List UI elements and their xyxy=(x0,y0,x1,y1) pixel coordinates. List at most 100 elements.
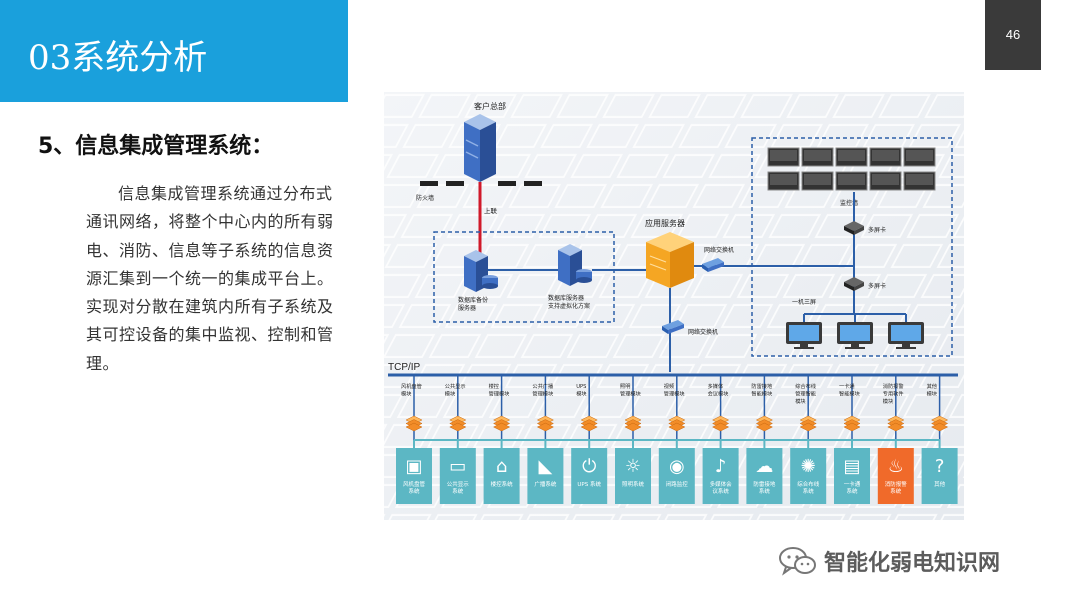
system-box xyxy=(921,448,958,504)
system-label: 议系统 xyxy=(712,487,729,495)
system-label: 系统 xyxy=(890,487,902,495)
system-label: 楼控系统 xyxy=(491,480,514,488)
module-stack-icon xyxy=(843,415,861,432)
app-server xyxy=(646,232,694,288)
module-label: 会议模块 xyxy=(708,390,730,398)
wechat-watermark: 智能化弱电知识网 xyxy=(778,540,1000,582)
multi-screen-label-2: 多屏卡 xyxy=(868,282,886,290)
system-label: 系统 xyxy=(452,487,464,495)
module-stack-icon xyxy=(580,415,598,432)
db-server-label-1: 数据库服务器 xyxy=(548,294,584,302)
module-label: 照明 xyxy=(620,383,630,390)
switch-label: 网络交换机 xyxy=(704,246,734,254)
module-row: 风机盘管模块公共显示模块楼控管理模块公共广播管理模块UPS模块照明管理模块视频管… xyxy=(401,375,949,440)
multi-screen-card-2-icon xyxy=(844,277,864,291)
system-box xyxy=(746,448,783,504)
module-label: 一卡通 xyxy=(839,382,855,390)
system-label: 防雷接地 xyxy=(753,480,776,488)
workstation-screen-icon xyxy=(786,314,822,349)
firewall-label: 防火墙 xyxy=(416,194,434,202)
system-box xyxy=(483,448,520,504)
system-label: UPS 系统 xyxy=(577,480,601,488)
system-box xyxy=(658,448,695,504)
module-label: 公共广播 xyxy=(532,382,554,390)
system-box xyxy=(615,448,651,504)
watermark-text: 智能化弱电知识网 xyxy=(824,551,1001,576)
system-label: 风机盘管 xyxy=(403,480,426,488)
system-box xyxy=(790,448,827,504)
system-label: 系统 xyxy=(759,487,771,495)
system-label: 多媒体会 xyxy=(710,480,733,488)
module-stack-icon xyxy=(887,415,905,432)
module-stack-icon xyxy=(931,415,949,432)
megaphone-icon: ◣ xyxy=(538,456,552,477)
app-server-label: 应用服务器 xyxy=(645,218,685,228)
system-box xyxy=(877,448,914,504)
workstation-screen-icon xyxy=(837,314,873,349)
multi-screen-label-1: 多屏卡 xyxy=(868,226,886,234)
section-heading: 5、信息集成管理系统： xyxy=(38,134,274,159)
module-label: 多媒体 xyxy=(708,382,724,390)
module-label: 风机盘管 xyxy=(401,382,422,390)
card-icon: ▤ xyxy=(843,456,860,477)
module-stack-icon xyxy=(799,415,817,432)
system-label: 一卡通 xyxy=(844,480,861,488)
module-stack-icon xyxy=(449,415,467,432)
module-label: 防雷接地 xyxy=(751,382,772,390)
system-label: 照明系统 xyxy=(622,480,645,488)
uplink-label: 上联 xyxy=(484,206,498,215)
system-label: 系统 xyxy=(846,487,858,495)
module-label: 管理模块 xyxy=(532,390,554,398)
page-number: 46 xyxy=(1005,27,1021,42)
system-box xyxy=(396,448,432,504)
datacenter-box xyxy=(433,231,615,323)
network-switch-2-icon xyxy=(662,320,684,334)
cloud-icon: ☁ xyxy=(755,456,773,477)
cube-icon: ▣ xyxy=(405,456,422,477)
module-label: 管理模块 xyxy=(620,390,642,398)
hq-server xyxy=(464,114,496,182)
module-label: 模块 xyxy=(576,390,587,398)
system-label: 其他 xyxy=(934,480,946,488)
module-label: 消防报警 xyxy=(883,382,904,390)
workstation-screen-icon xyxy=(888,314,924,349)
module-stack-icon xyxy=(624,415,642,432)
module-stack-icon xyxy=(536,415,554,432)
module-label: 管理智能 xyxy=(795,390,816,398)
module-label: 管理模块 xyxy=(664,390,686,398)
lightbulb-icon: ☼ xyxy=(625,456,641,477)
db-backup-label-2: 服务器 xyxy=(458,304,476,312)
module-stack-icon xyxy=(405,415,423,432)
system-box xyxy=(571,448,608,504)
module-label: 模块 xyxy=(401,390,412,398)
firewall-line xyxy=(420,181,542,186)
building-control-icon: ⌂ xyxy=(496,456,507,477)
monitor-room-box xyxy=(751,137,953,357)
microphone-icon: ♪ xyxy=(715,456,727,477)
module-label: 公共显示 xyxy=(445,382,466,390)
system-label: 系统 xyxy=(803,487,815,495)
module-stack-icon xyxy=(755,415,773,432)
camera-icon: ◉ xyxy=(669,456,685,477)
page-number-box: 46 xyxy=(985,0,1041,70)
system-label: 系统 xyxy=(408,487,420,495)
fire-extinguisher-icon: ♨ xyxy=(888,456,904,477)
tcpip-label: TCP/IP xyxy=(388,362,421,373)
module-label: 模块 xyxy=(927,390,938,398)
monitor-wall xyxy=(767,147,936,191)
db-backup-server xyxy=(464,250,498,292)
question-mark-icon: ? xyxy=(935,456,945,477)
module-label: 模块 xyxy=(883,397,894,405)
module-label: UPS xyxy=(576,384,586,390)
power-icon: ⏻ xyxy=(582,456,596,477)
module-stack-icon xyxy=(712,415,730,432)
display-icon: ▭ xyxy=(449,456,466,477)
module-label: 智能模块 xyxy=(839,390,861,398)
system-label: 闭路监控 xyxy=(666,480,689,488)
description-paragraph: 信息集成管理系统通过分布式通讯网络，将整个中心内的所有弱电、消防、信息等子系统的… xyxy=(86,184,334,373)
module-stack-icon xyxy=(668,415,686,432)
switch2-label: 网络交换机 xyxy=(688,328,718,336)
system-box xyxy=(834,448,870,504)
three-screens xyxy=(786,314,924,349)
